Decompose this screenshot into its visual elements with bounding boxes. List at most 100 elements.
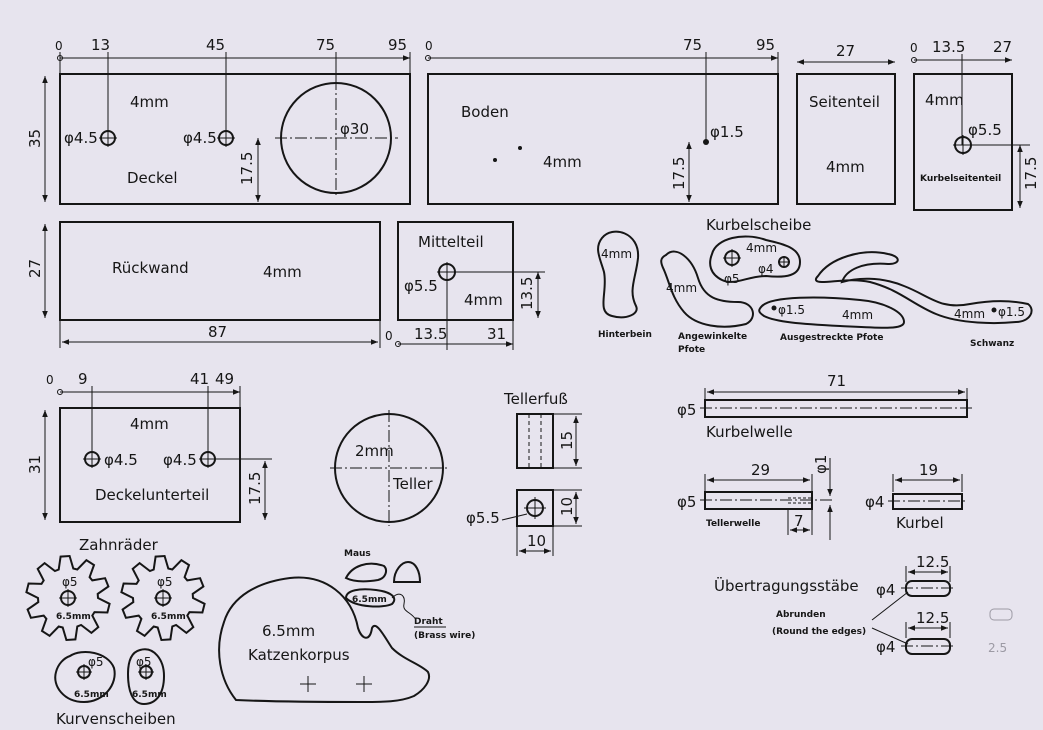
katzenkorpus-label: Katzenkorpus <box>248 646 350 664</box>
dim-kurbelseitenteil-13-5: 13.5 <box>932 38 965 56</box>
kurbelwelle-dia: φ5 <box>677 401 696 419</box>
schwanz-label: Schwanz <box>970 339 1014 349</box>
part-maus: Maus 6.5mm Draht (Brass wire) <box>344 549 475 641</box>
part-angewinkelte-pfote: 4mm Angewinkelte Pfote <box>660 250 754 355</box>
boden-hole: φ1.5 <box>710 123 744 141</box>
mittelteil-label: Mittelteil <box>418 233 484 251</box>
deckelunterteil-hole-2: φ4.5 <box>163 451 197 469</box>
deckel-hole-2: φ4.5 <box>183 129 217 147</box>
kurbelwelle-label: Kurbelwelle <box>706 423 793 441</box>
dim-kurbelseitenteil-0: 0 <box>910 41 918 55</box>
dim-deckelunterteil-9: 9 <box>78 370 88 388</box>
gear-outline <box>120 554 206 642</box>
deckelunterteil-hole-1: φ4.5 <box>104 451 138 469</box>
kurbelscheibe-hole-4: φ4 <box>758 262 774 276</box>
part-deckel: 0 13 45 75 95 35 17.5 4mm φ4.5 φ4.5 φ30 … <box>26 36 411 205</box>
teller-label: Teller <box>392 475 433 493</box>
dim-deckelunterteil-17-5: 17.5 <box>246 472 264 505</box>
dim-boden-75: 75 <box>683 36 702 54</box>
dim-boden-95: 95 <box>756 36 775 54</box>
deckel-hole-1: φ4.5 <box>64 129 98 147</box>
dim-deckelunterteil-31: 31 <box>26 455 44 474</box>
part-boden: 0 75 95 17.5 φ1.5 Boden 4mm <box>425 36 779 205</box>
angewinkelte-thickness: 4mm <box>666 281 697 295</box>
dim-deckelunterteil-49: 49 <box>215 370 234 388</box>
part-kurbelscheibe: Kurbelscheibe 4mm φ5 φ4 <box>706 216 811 286</box>
part-uebertragungsstaebe: Übertragungsstäbe 12.5 φ4 12.5 φ4 Abrund… <box>714 553 1013 656</box>
dim-deckel-75: 75 <box>316 36 335 54</box>
kurbelscheibe-hole-5: φ5 <box>724 272 740 286</box>
gear-1-hole: φ5 <box>62 575 78 589</box>
schwanz-hole: φ1.5 <box>998 305 1025 319</box>
dim-tellerwelle-7: 7 <box>794 512 804 530</box>
gear-1 <box>25 554 111 642</box>
dim-deckelunterteil-0: 0 <box>46 373 54 387</box>
dim-deckel-45: 45 <box>206 36 225 54</box>
dim-mittelteil-31: 31 <box>487 325 506 343</box>
ausgestreckte-label: Ausgestreckte Pfote <box>780 333 883 343</box>
dim-tellerfuss-10-h: 10 <box>527 532 546 550</box>
draht-label-2: (Brass wire) <box>414 631 475 641</box>
dim-deckel-17-5: 17.5 <box>238 152 256 185</box>
seitenteil-label: Seitenteil <box>809 93 880 111</box>
dim-kurbelseitenteil-17-5: 17.5 <box>1022 157 1040 190</box>
maus-label: Maus <box>344 549 371 559</box>
dim-tellerfuss-10-v: 10 <box>558 497 576 516</box>
ausgestreckte-thickness: 4mm <box>842 308 873 322</box>
kurbelseitenteil-label: Kurbelseitenteil <box>920 174 1001 184</box>
cam-2-thickness: 6.5mm <box>132 690 167 700</box>
kurvenscheiben-label: Kurvenscheiben <box>56 710 176 728</box>
dim-kurbel-19: 19 <box>919 461 938 479</box>
angewinkelte-label-1: Angewinkelte <box>678 332 747 342</box>
kurbelscheibe-label: Kurbelscheibe <box>706 216 811 234</box>
part-seitenteil: 27 Seitenteil 4mm <box>796 42 896 205</box>
dim-stab-2: 12.5 <box>916 609 949 627</box>
draht-label: Draht <box>414 617 443 627</box>
dim-deckel-13: 13 <box>91 36 110 54</box>
part-deckelunterteil: 0 9 41 49 31 17.5 4mm φ4.5 φ4.5 Deckelun… <box>26 370 272 523</box>
ausgestreckte-hole: φ1.5 <box>778 303 805 317</box>
part-katzenkorpus: 6.5mm Katzenkorpus <box>218 576 430 703</box>
gear-2-thickness: 6.5mm <box>151 612 186 622</box>
hinterbein-thickness: 4mm <box>601 247 632 261</box>
part-tellerwelle: 29 7 φ1 φ5 Tellerwelle <box>677 455 835 540</box>
boden-thickness: 4mm <box>543 153 582 171</box>
tellerwelle-label: Tellerwelle <box>706 519 760 529</box>
tellerfuss-label: Tellerfuß <box>503 390 568 408</box>
seitenteil-thickness: 4mm <box>826 158 865 176</box>
dim-mittelteil-vert: 13.5 <box>518 277 536 310</box>
kurbel-dia: φ4 <box>865 493 884 511</box>
kurbelseitenteil-hole: φ5.5 <box>968 121 1002 139</box>
part-ausgestreckte-pfote: φ1.5 4mm Ausgestreckte Pfote <box>758 296 906 343</box>
rueckwand-thickness: 4mm <box>263 263 302 281</box>
stab-1-dia: φ4 <box>876 581 895 599</box>
dim-deckel-35: 35 <box>26 129 44 148</box>
dim-tellerfuss-15: 15 <box>558 431 576 450</box>
tellerfuss-hole: φ5.5 <box>466 509 500 527</box>
schwanz-thickness: 4mm <box>954 307 985 321</box>
dim-stab-1: 12.5 <box>916 553 949 571</box>
gear-1-thickness: 6.5mm <box>56 612 91 622</box>
part-kurbel: 19 φ4 Kurbel <box>865 461 967 532</box>
kurbelseitenteil-thickness: 4mm <box>925 91 964 109</box>
part-hinterbein: 4mm Hinterbein <box>597 230 652 340</box>
uebertragung-label: Übertragungsstäbe <box>714 576 859 595</box>
boden-label: Boden <box>461 103 509 121</box>
part-kurvenscheiben: φ5 6.5mm φ5 6.5mm Kurvenscheiben <box>54 648 176 728</box>
teller-thickness: 2mm <box>355 442 394 460</box>
dim-kurbelseitenteil-27: 27 <box>993 38 1012 56</box>
deckel-label: Deckel <box>127 169 178 187</box>
gear-outline <box>25 554 111 642</box>
part-tellerfuss: Tellerfuß 15 10 10 φ5.5 <box>466 390 582 556</box>
hinterbein-label: Hinterbein <box>598 330 652 340</box>
angewinkelte-label-2: Pfote <box>678 345 705 355</box>
cam-1-thickness: 6.5mm <box>74 690 109 700</box>
mittelteil-thickness: 4mm <box>464 291 503 309</box>
kurbel-label: Kurbel <box>896 514 944 532</box>
part-mittelteil: 0 13.5 31 13.5 Mittelteil φ5.5 4mm <box>385 221 545 350</box>
cam-1-hole: φ5 <box>88 655 104 669</box>
part-schwanz: 4mm φ1.5 Schwanz <box>814 251 1033 349</box>
kurbelscheibe-thickness: 4mm <box>746 241 777 255</box>
rueckwand-label: Rückwand <box>112 259 189 277</box>
dim-rueckwand-87: 87 <box>208 323 227 341</box>
